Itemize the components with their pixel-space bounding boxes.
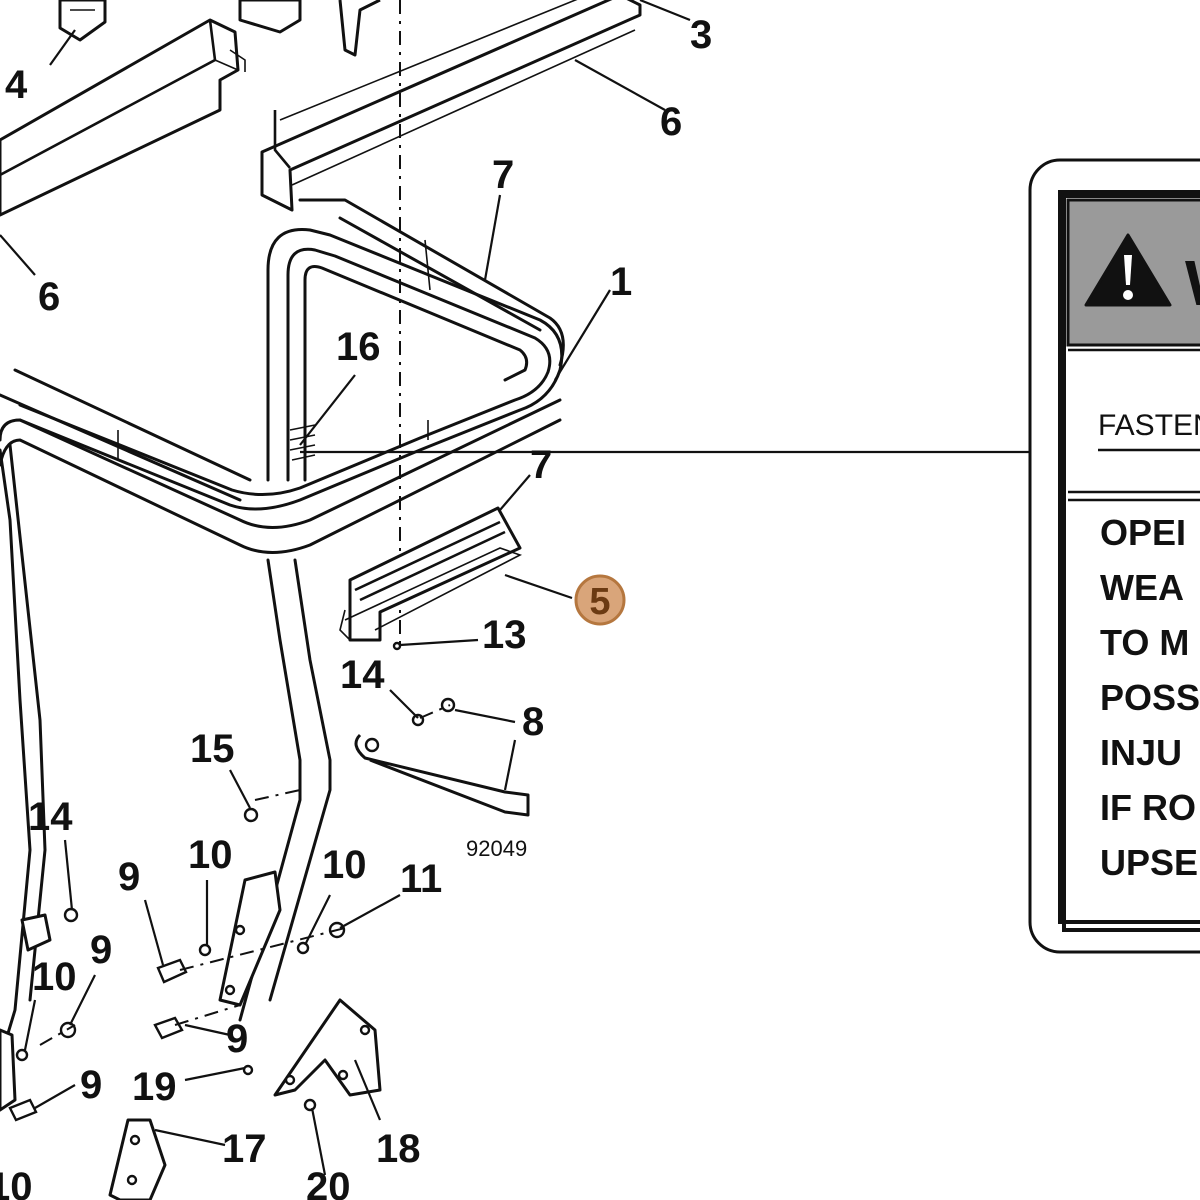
callout-11: 11 [400, 857, 442, 901]
leader-lines [0, 0, 1030, 1176]
callout-10-bottom: 10 [0, 1165, 33, 1200]
warning-triangle-icon [1084, 233, 1172, 307]
part-17-bracket [108, 1118, 167, 1200]
callout-6-left: 6 [38, 275, 60, 319]
callout-19: 19 [132, 1065, 177, 1109]
callout-6: 6 [660, 100, 682, 144]
callout-13: 13 [482, 613, 527, 657]
warning-body: OPEI WEA TO M POSS INJU IF RO UPSE [1100, 512, 1200, 883]
callout-9-bottom-left: 9 [80, 1063, 102, 1107]
warning-body-line-6: IF RO [1100, 787, 1196, 828]
callout-1: 1 [610, 260, 632, 304]
warning-body-line-1: OPEI [1100, 512, 1186, 553]
part-8-strap [354, 733, 530, 817]
callout-7-mid: 7 [530, 443, 552, 487]
callout-3: 3 [690, 13, 712, 57]
warning-body-line-5: INJU [1100, 732, 1182, 773]
callout-18: 18 [376, 1127, 421, 1171]
part-18-bracket [273, 998, 382, 1097]
callout-5-highlight: 5 [574, 574, 626, 626]
callout-10-right: 10 [322, 843, 367, 887]
callout-4: 4 [5, 63, 28, 107]
warning-label: W FASTEN OPEI WEA TO M POSS INJU IF RO U… [1028, 158, 1200, 954]
callout-10-mid: 10 [188, 833, 233, 877]
callout-9-lower: 9 [226, 1017, 248, 1061]
warning-header-word: W [1185, 247, 1200, 319]
drawing-number: 92049 [466, 836, 527, 861]
callout-10-left: 10 [32, 955, 77, 999]
part-5-channel [339, 506, 523, 642]
warning-line-fasten: FASTEN [1098, 409, 1200, 442]
callout-7-top: 7 [492, 153, 514, 197]
callout-labels: 3 4 6 6 7 1 16 7 5 13 14 8 15 14 10 10 1… [0, 13, 712, 1200]
warning-body-line-4: POSS [1100, 677, 1200, 718]
part-1-roll-bar [0, 198, 565, 1062]
part-bracket-top-left [58, 0, 381, 57]
callout-8: 8 [522, 700, 544, 744]
warning-body-line-7: UPSE [1100, 842, 1198, 883]
callout-5: 5 [589, 581, 610, 623]
warning-body-line-2: WEA [1100, 567, 1184, 608]
callout-17: 17 [222, 1127, 267, 1171]
hardware-fasteners [8, 641, 456, 1122]
callout-14-upper: 14 [340, 653, 385, 697]
callout-15: 15 [190, 727, 235, 771]
callout-16: 16 [336, 325, 381, 369]
callout-20: 20 [306, 1165, 351, 1200]
callout-9-left: 9 [90, 928, 112, 972]
warning-body-line-3: TO M [1100, 622, 1189, 663]
part-6-left-channel [0, 18, 246, 217]
part-3-channel [260, 0, 642, 212]
callout-14-left: 14 [28, 795, 73, 839]
part-bracket-lower-left [0, 870, 282, 1112]
callout-9-mid: 9 [118, 855, 140, 899]
